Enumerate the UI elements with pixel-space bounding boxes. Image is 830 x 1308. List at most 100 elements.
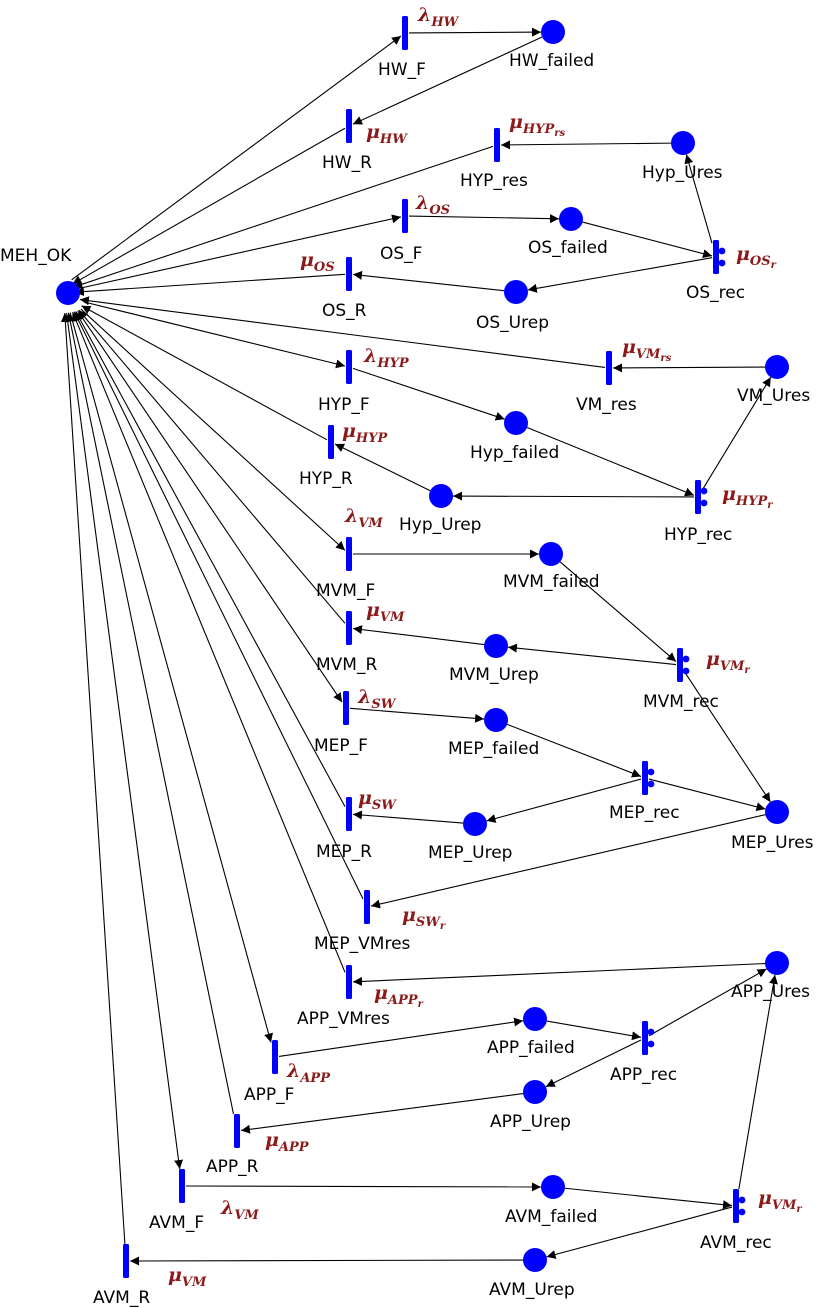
rate-symbol: μ — [342, 420, 356, 442]
rate-subscript: VM — [358, 516, 383, 531]
rate-subscript: HYP — [522, 122, 556, 137]
place-MEP_Urep — [463, 812, 487, 836]
rate-symbol: μ — [265, 1129, 279, 1151]
transition-VM_res — [606, 351, 612, 385]
transition-APP_F — [272, 1040, 278, 1074]
rate-symbol: μ — [706, 648, 720, 670]
rate-symbol: λ — [415, 192, 429, 214]
transition-label: OS_rec — [686, 283, 745, 303]
arc-MEH_OK-to-MVM_F — [80, 308, 346, 551]
rate-subscript: APP — [386, 993, 419, 1008]
arc-OS_R-to-MEH_OK — [74, 273, 346, 297]
arc-MEP_rec-to-MEP_Urep — [486, 778, 642, 823]
transition-HYP_F — [346, 350, 352, 384]
rate-label: μVM — [366, 599, 405, 625]
place-OS_Urep — [504, 280, 528, 304]
rate-label: μSWr — [402, 904, 446, 932]
transition-OS_rec — [713, 240, 719, 274]
transition-label: MEP_VMres — [314, 934, 411, 954]
transition-MVM_F — [346, 537, 352, 571]
transition-HYP_rec — [695, 480, 701, 514]
arc-AVM_rec-to-AVM_Urep — [546, 1206, 733, 1259]
rate-label: μOS — [300, 249, 335, 275]
rate-symbol: λ — [357, 686, 371, 708]
rate-subscript: OS — [429, 203, 450, 218]
rate-subscript: VM — [720, 659, 745, 674]
immediate-marker-dot — [700, 499, 708, 507]
rate-subscript: HYP — [735, 494, 769, 509]
rate-label: μVMr — [706, 648, 750, 676]
place-label: AVM_failed — [505, 1207, 597, 1227]
place-HW_failed — [541, 20, 565, 44]
arc-AVM_Urep-to-AVM_R — [129, 1256, 524, 1266]
rate-label: λHW — [417, 4, 460, 30]
immediate-marker-dot — [718, 247, 726, 255]
rate-label: μVMrs — [622, 336, 672, 364]
rate-label: μAPP — [265, 1129, 310, 1155]
place-label: APP_failed — [487, 1038, 575, 1058]
place-label: Hyp_Ures — [642, 163, 723, 183]
transition-OS_F — [402, 199, 408, 233]
transition-OS_R — [346, 257, 352, 291]
transition-label: MVM_R — [316, 655, 377, 675]
arc-MEH_OK-to-HYP_F — [83, 301, 346, 369]
rate-label: μHYPr — [722, 483, 773, 511]
transition-label: AVM_rec — [700, 1233, 772, 1253]
rate-symbol: λ — [220, 1197, 234, 1219]
rate-subsubscript: rs — [554, 128, 565, 139]
rate-subsubscript: r — [440, 921, 446, 932]
transition-label: APP_VMres — [297, 1009, 390, 1029]
arc-MEP_R-to-MEH_OK — [75, 311, 346, 807]
transition-MEP_VMres — [364, 890, 370, 924]
arc-MEH_OK-to-AVM_F — [66, 312, 184, 1170]
transition-label: AVM_F — [149, 1213, 204, 1233]
place-label: MEP_failed — [448, 739, 539, 759]
transition-label: HW_F — [378, 60, 426, 80]
arc-MEH_OK-to-HW_F — [71, 35, 402, 281]
rate-symbol: λ — [417, 4, 431, 26]
place-label: MEP_Urep — [428, 843, 512, 863]
arc-APP_Urep-to-APP_R — [240, 1093, 524, 1134]
place-APP_failed — [523, 1007, 547, 1031]
place-label: APP_Ures — [731, 982, 810, 1002]
transition-label: MVM_rec — [643, 692, 719, 712]
immediate-marker-dot — [700, 487, 708, 495]
transition-HYP_R — [328, 425, 334, 459]
rate-subscript: HW — [430, 15, 459, 30]
immediate-marker-dot — [647, 768, 655, 776]
arc-HYP_rec-to-Hyp_Urep — [452, 491, 695, 501]
arc-MEH_OK-to-APP_F — [69, 312, 273, 1043]
arc-OS_rec-to-OS_Urep — [527, 257, 713, 293]
rate-subscript: VM — [182, 1275, 207, 1290]
place-AVM_failed — [541, 1175, 565, 1199]
rate-label: μHW — [366, 121, 408, 147]
transition-AVM_F — [179, 1169, 185, 1203]
arcs — [60, 27, 778, 1266]
place-APP_Urep — [523, 1080, 547, 1104]
arc-MEP_VMres-to-MEH_OK — [73, 311, 364, 900]
arc-Hyp_Urep-to-HYP_R — [334, 443, 431, 492]
arc-APP_Ures-to-APP_VMres — [352, 962, 766, 986]
place-VM_Ures — [765, 355, 789, 379]
rate-subsubscript: r — [767, 500, 773, 511]
arc-MVM_R-to-MEH_OK — [78, 309, 346, 624]
rate-subscript: HYP — [376, 356, 410, 371]
rate-label: μHYPrs — [509, 111, 566, 139]
arc-AVM_F-to-AVM_failed — [185, 1182, 542, 1192]
arc-HYP_F-to-Hyp_failed — [352, 367, 505, 421]
rate-subscript: VM — [636, 347, 661, 362]
arc-HYP_res-to-MEH_OK — [73, 145, 494, 289]
transition-HW_R — [346, 109, 352, 143]
arc-APP_R-to-MEH_OK — [65, 312, 235, 1115]
rate-subsubscript: r — [418, 999, 424, 1010]
arc-APP_VMres-to-MEH_OK — [71, 311, 346, 973]
rate-symbol: μ — [358, 787, 372, 809]
transition-label: HYP_res — [460, 171, 528, 191]
place-Hyp_Ures — [671, 131, 695, 155]
place-label: Hyp_Urep — [399, 515, 481, 535]
rate-symbol: μ — [300, 249, 314, 271]
rate-symbol: μ — [374, 982, 388, 1004]
transition-MVM_R — [346, 611, 352, 645]
transition-label: OS_F — [380, 244, 422, 264]
rate-symbol: μ — [168, 1264, 182, 1286]
